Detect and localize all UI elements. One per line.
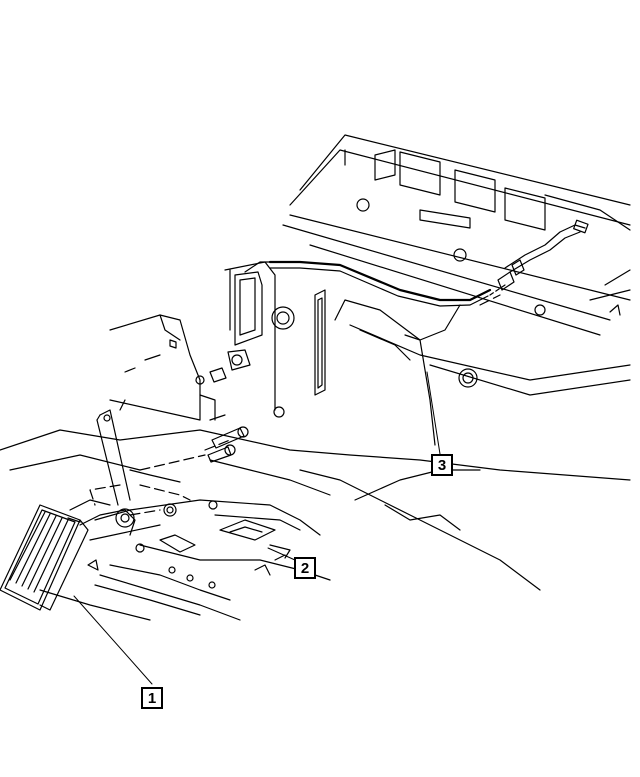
callout-leaders [73,371,441,685]
sensor-wire-connector [489,219,589,296]
dashboard-structure [282,134,631,396]
accelerator-cable [244,260,492,341]
pedal-mount-bracket [109,314,251,421]
accelerator-pedal [0,409,177,611]
pedal-fasteners [207,426,249,463]
callout-1: 1 [141,687,163,709]
callout-2: 2 [294,557,316,579]
floor-pan [0,429,631,621]
assembly-leader-lines [89,294,501,516]
firewall-panel [209,261,436,446]
callout-3: 3 [431,454,453,476]
